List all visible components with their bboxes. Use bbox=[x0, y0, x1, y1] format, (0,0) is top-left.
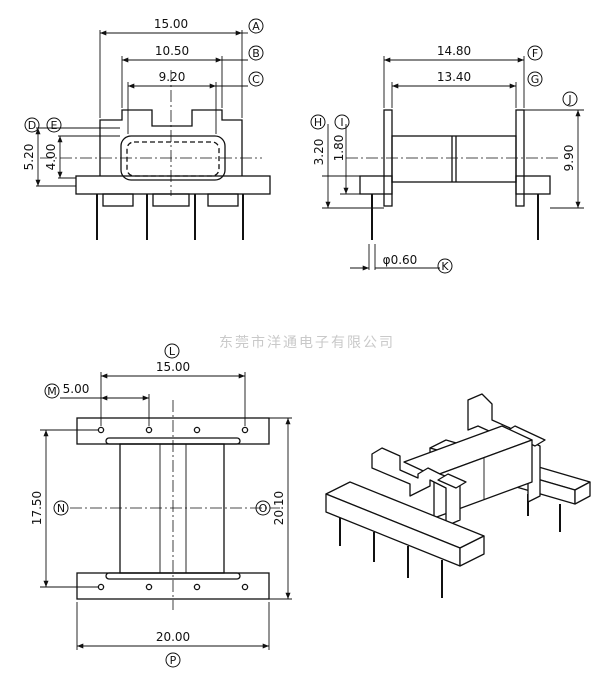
balloon-c: C bbox=[252, 73, 260, 86]
balloon-o: O bbox=[259, 502, 268, 515]
top-balloons: L M N O P bbox=[44, 343, 271, 668]
dim-overall-length: 20.10 bbox=[272, 491, 286, 525]
side-dimensions bbox=[322, 56, 584, 271]
isometric-view bbox=[325, 393, 591, 598]
dim-height-inner: 4.00 bbox=[44, 144, 58, 171]
front-core-hidden bbox=[126, 141, 220, 177]
top-view bbox=[70, 400, 280, 610]
dim-tab-height: 1.80 bbox=[332, 135, 346, 162]
balloon-e: E bbox=[51, 119, 58, 132]
pin-hole bbox=[97, 426, 105, 434]
balloon-b: B bbox=[252, 47, 260, 60]
pin-hole bbox=[145, 426, 153, 434]
dim-pin-pitch: 5.00 bbox=[63, 382, 90, 396]
dim-pin-diameter: φ0.60 bbox=[383, 253, 418, 267]
pin-hole bbox=[241, 426, 249, 434]
front-base-flange bbox=[75, 175, 271, 195]
dim-inner-length: 17.50 bbox=[30, 491, 44, 525]
balloon-k: K bbox=[441, 260, 449, 273]
side-view bbox=[346, 109, 560, 240]
dim-side-height: 9.90 bbox=[562, 145, 576, 172]
side-tab-right bbox=[515, 175, 551, 195]
iso-back-base-end bbox=[574, 481, 591, 505]
top-dimensions bbox=[40, 372, 292, 650]
balloon-i: I bbox=[340, 116, 343, 129]
dim-flange-height: 3.20 bbox=[312, 139, 326, 166]
watermark: 东莞市洋通电子有限公司 bbox=[219, 334, 395, 351]
dim-height-total: 5.20 bbox=[22, 144, 36, 171]
balloon-l: L bbox=[169, 345, 176, 358]
balloon-n: N bbox=[57, 502, 65, 515]
top-slot bbox=[105, 572, 241, 580]
front-balloons: A B C D E bbox=[24, 18, 264, 133]
balloon-j: J bbox=[567, 93, 571, 106]
side-dimension-text: 14.80 13.40 9.90 3.20 1.80 φ0.60 bbox=[312, 44, 576, 267]
dim-side-overall-length: 14.80 bbox=[437, 44, 471, 58]
iso-front-flange bbox=[371, 447, 461, 527]
front-foot bbox=[102, 193, 134, 207]
pin-hole bbox=[145, 583, 153, 591]
balloon-p: P bbox=[170, 654, 177, 667]
dim-inner-width: 9.20 bbox=[159, 70, 186, 84]
front-outer-wall bbox=[99, 109, 243, 176]
side-bobbin-body bbox=[391, 135, 517, 183]
dim-outer-width: 10.50 bbox=[155, 44, 189, 58]
side-balloons: F G H I J K bbox=[310, 45, 578, 274]
pin-hole bbox=[97, 583, 105, 591]
balloon-g: G bbox=[531, 73, 540, 86]
balloon-h: H bbox=[314, 116, 322, 129]
dim-pin-span: 15.00 bbox=[156, 360, 190, 374]
dim-overall-width: 15.00 bbox=[154, 17, 188, 31]
top-bobbin-body bbox=[119, 443, 225, 574]
front-dimensions bbox=[35, 30, 248, 187]
pin-hole bbox=[241, 583, 249, 591]
side-tab-left bbox=[359, 175, 393, 195]
balloon-d: D bbox=[28, 119, 36, 132]
pin-hole bbox=[193, 426, 201, 434]
front-foot bbox=[207, 193, 239, 207]
pin-hole bbox=[193, 583, 201, 591]
front-dimension-text: 15.00 10.50 9.20 5.20 4.00 bbox=[22, 17, 189, 170]
iso-front-flange-top bbox=[437, 473, 467, 489]
iso-front-base-end bbox=[459, 535, 485, 567]
balloon-f: F bbox=[532, 47, 538, 60]
balloon-a: A bbox=[252, 20, 260, 33]
dim-overall-width: 20.00 bbox=[156, 630, 190, 644]
balloon-m: M bbox=[47, 385, 57, 398]
dim-side-inner-length: 13.40 bbox=[437, 70, 471, 84]
top-dimension-text: 15.00 5.00 17.50 20.10 20.00 bbox=[30, 360, 286, 644]
iso-back-flange bbox=[467, 393, 541, 503]
front-view bbox=[40, 70, 271, 240]
